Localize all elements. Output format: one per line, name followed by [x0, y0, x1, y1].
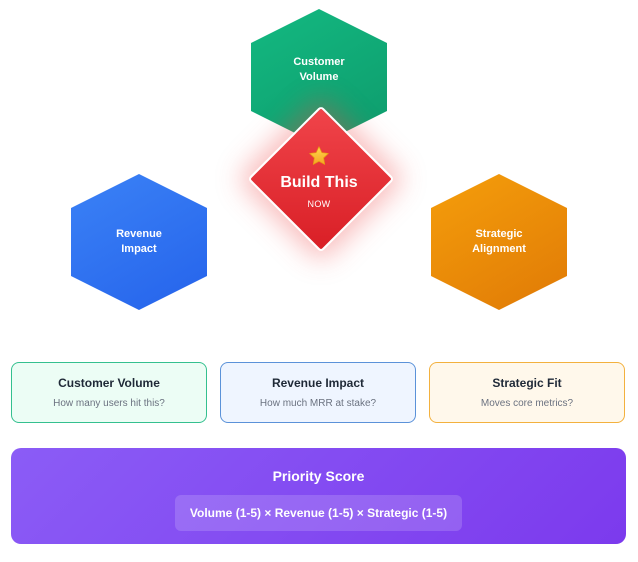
card-title: Revenue Impact: [271, 376, 365, 390]
build-this-subtitle: NOW: [307, 199, 331, 209]
card-title: Customer Volume: [58, 376, 160, 390]
star-icon: [309, 146, 329, 165]
build-this-title: Build This: [280, 174, 358, 191]
strategic-alignment-hexagon-label: Strategic Alignment: [472, 228, 526, 255]
customer-volume-card: Customer Volume How many users hit this?: [11, 362, 207, 423]
strategic-alignment-hexagon: Strategic Alignment: [431, 174, 567, 310]
strategic-fit-card: Strategic Fit Moves core metrics?: [429, 362, 625, 423]
priority-score-panel: Priority Score Volume (1-5) × Revenue (1…: [11, 448, 626, 544]
priority-formula: Volume (1-5) × Revenue (1-5) × Strategic…: [174, 495, 463, 531]
revenue-impact-hexagon: Revenue Impact: [71, 174, 207, 310]
card-subtitle: How many users hit this?: [53, 398, 165, 409]
revenue-impact-card: Revenue Impact How much MRR at stake?: [220, 362, 416, 423]
build-this-diamond: Build This NOW: [247, 105, 395, 253]
priority-score-title: Priority Score: [272, 468, 365, 484]
customer-volume-hexagon-label: Customer Volume: [293, 56, 345, 83]
card-subtitle: Moves core metrics?: [480, 398, 574, 409]
card-title: Strategic Fit: [492, 376, 562, 390]
revenue-impact-hexagon-label: Revenue Impact: [116, 228, 162, 255]
card-subtitle: How much MRR at stake?: [259, 398, 377, 409]
